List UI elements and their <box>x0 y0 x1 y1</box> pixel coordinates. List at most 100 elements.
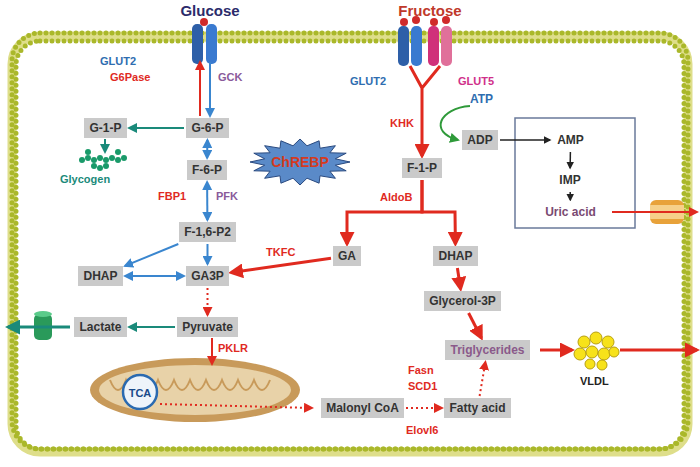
metabolite-box: Pyruvate <box>177 317 238 337</box>
node-text: Pyruvate <box>182 320 233 334</box>
pathway-arrow <box>469 313 482 338</box>
node-text: GA3P <box>191 269 224 283</box>
g6pase-arrow <box>199 62 201 116</box>
pathway-arrow <box>569 152 571 168</box>
tca-malonyl-arrow <box>160 404 312 408</box>
node-text: Lactate <box>79 320 121 334</box>
title-text: Glucose <box>180 2 239 20</box>
pklr-arrow <box>211 338 213 364</box>
node-text: Triglycerides <box>450 343 524 357</box>
metabolite-box: GA <box>333 246 361 266</box>
enzyme-label: KHK <box>390 116 414 130</box>
pathway-arrow <box>206 140 208 158</box>
vldl-arrow <box>540 349 572 352</box>
metabolite-box: ADP <box>462 130 498 150</box>
urate-export-arrow <box>612 211 697 213</box>
particle-label: VLDL <box>580 374 609 388</box>
metabolite-box: GA3P <box>186 266 229 286</box>
enzyme-label: FBP1 <box>158 189 186 203</box>
fructose-transporters <box>398 16 452 66</box>
enzyme-label: SCD1 <box>408 379 437 393</box>
node-text: Uric acid <box>545 205 596 219</box>
pathway-arrow <box>422 180 455 244</box>
node-text: GA <box>338 249 356 263</box>
pathway-arrow <box>231 258 331 272</box>
enzyme-label: TKFC <box>264 246 297 259</box>
pathway-arrow <box>500 139 550 141</box>
pathway-arrow <box>206 182 208 220</box>
glycogen-arrow <box>104 139 106 152</box>
mitochondrion <box>90 358 300 422</box>
metabolite-box: G-1-P <box>84 118 127 138</box>
glut2-transporter <box>192 18 217 64</box>
enzyme-label: PKLR <box>218 341 248 355</box>
enzyme-label: AldoB <box>380 190 412 204</box>
pathway-arrow <box>129 326 175 328</box>
transporter-label: GLUT2 <box>350 74 386 88</box>
node-text: G-1-P <box>89 121 121 135</box>
node-text: Malonyl CoA <box>326 401 399 415</box>
node-text: F-1-P <box>407 161 437 175</box>
cycle-label: TCA <box>129 386 152 400</box>
node-text: Fatty acid <box>449 401 505 415</box>
fructose-uptake-arrow <box>410 66 440 156</box>
node-text: G-6-P <box>191 121 223 135</box>
pathway-arrow <box>569 192 571 200</box>
cell-membrane <box>12 33 688 452</box>
metabolite-box: G-6-P <box>186 118 229 138</box>
vldl-particles <box>574 332 619 370</box>
enzyme-label: GCK <box>218 70 242 84</box>
glycogen-icon <box>79 149 127 171</box>
metabolite-box: Malonyl CoA <box>321 398 404 418</box>
metabolite-box: DHAP <box>78 266 123 286</box>
pathway-arrow <box>207 288 209 315</box>
enzyme-label: Fasn <box>408 363 434 377</box>
node-text: Glycerol-3P <box>429 294 496 308</box>
metabolite-text: Uric acid <box>540 202 601 222</box>
starburst-outline <box>250 139 350 185</box>
pathway-arrow <box>125 275 184 277</box>
title-text: Fructose <box>398 2 461 20</box>
metabolite-box: Lactate <box>74 317 127 337</box>
product-label: Glycogen <box>60 172 110 186</box>
node-text: ADP <box>467 133 492 147</box>
metabolite-box: Glycerol-3P <box>424 291 501 311</box>
enzyme-label: G6Pase <box>110 70 150 84</box>
regulator-starburst: ChREBP <box>249 138 351 186</box>
pathway-arrow <box>207 244 209 264</box>
pathway-arrow <box>457 268 460 289</box>
node-text: AMP <box>557 133 584 147</box>
vldl-export-arrow <box>620 349 697 352</box>
pathway-arrow <box>406 407 442 409</box>
node-text: F-1,6-P2 <box>184 225 231 239</box>
pathway-arrow <box>480 362 486 396</box>
node-text: ChREBP <box>271 155 329 169</box>
metabolite-box: Triglycerides <box>445 340 530 360</box>
metabolite-text: IMP <box>554 170 586 190</box>
transporter-label: GLUT2 <box>100 54 136 68</box>
node-text: IMP <box>559 173 580 187</box>
cofactor-label: ATP <box>470 92 493 107</box>
pathway-arrow <box>129 127 184 129</box>
enzyme-label: PFK <box>216 189 238 203</box>
enzyme-label: Elovl6 <box>406 423 438 437</box>
metabolite-text: AMP <box>552 130 589 150</box>
node-text: F-6-P <box>192 163 222 177</box>
metabolite-box: Fatty acid <box>444 398 511 418</box>
node-text: DHAP <box>438 249 472 263</box>
gck-arrow <box>209 62 211 116</box>
transporter-label: GLUT5 <box>458 74 494 88</box>
metabolite-box: F-1-P <box>402 158 442 178</box>
metabolite-box: DHAP <box>433 246 478 266</box>
lactate-export-arrow <box>8 326 70 329</box>
pathway-arrow <box>347 180 422 244</box>
metabolite-box: F-1,6-P2 <box>179 222 236 242</box>
pathway-arrow <box>125 244 178 266</box>
metabolite-box: F-6-P <box>187 160 227 180</box>
node-text: DHAP <box>83 269 117 283</box>
